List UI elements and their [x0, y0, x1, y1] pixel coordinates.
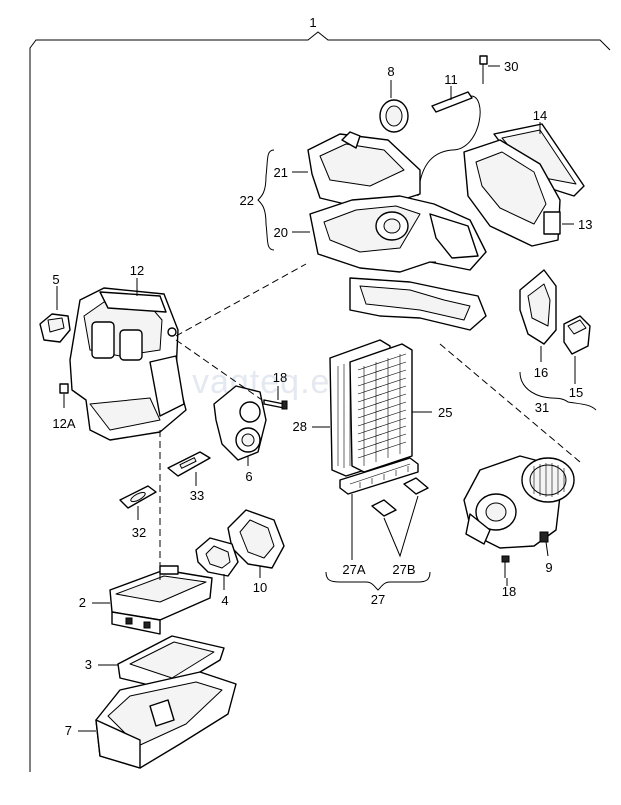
part-15-resistor — [563, 315, 591, 355]
callout-22: 22 — [240, 193, 254, 208]
assembly-bracket-1 — [29, 31, 611, 772]
callout-32: 32 — [132, 525, 146, 540]
callout-14: 14 — [533, 108, 547, 123]
callout-20: 20 — [274, 225, 288, 240]
callout-13: 13 — [578, 217, 592, 232]
callout-1: 1 — [309, 15, 316, 30]
callout-5: 5 — [52, 272, 59, 287]
part-2-pollen-filter — [109, 565, 213, 635]
part-12-heater-housing — [69, 287, 187, 441]
part-21-upper-housing — [307, 131, 421, 211]
part-5-bracket — [39, 313, 71, 343]
callout-25: 25 — [438, 405, 452, 420]
part-32-seal — [119, 485, 157, 509]
part-3-filter-frame — [117, 635, 225, 691]
part-9-blower-motor — [463, 455, 575, 549]
leader-dashed-2 — [175, 263, 307, 337]
part-33-gasket — [167, 451, 211, 477]
part-8-knob — [379, 99, 409, 133]
callout-10: 10 — [253, 580, 267, 595]
callout-27b: 27B — [392, 562, 415, 577]
bracket-31 — [519, 371, 597, 411]
callout-2: 2 — [79, 595, 86, 610]
callout-31: 31 — [535, 400, 549, 415]
part-25-filter — [349, 343, 413, 473]
callout-8: 8 — [387, 64, 394, 79]
part-4-ring — [195, 537, 239, 577]
part-30-screw — [479, 55, 488, 84]
callout-30: 30 — [504, 59, 518, 74]
part-27a-clip — [371, 499, 397, 517]
callout-3: 3 — [85, 657, 92, 672]
part-7-lower-housing — [95, 671, 237, 769]
callout-33: 33 — [190, 488, 204, 503]
callout-18-bottom: 18 — [502, 584, 516, 599]
callout-28: 28 — [293, 419, 307, 434]
leader-dashed-5 — [439, 343, 581, 463]
part-16-flap — [519, 269, 557, 345]
callout-7: 7 — [65, 723, 72, 738]
part-18-screw-right — [501, 555, 510, 578]
callout-18-top: 18 — [273, 370, 287, 385]
part-20-lower-housing — [309, 195, 487, 331]
part-10-duct-seal — [227, 509, 285, 569]
watermark: vagteq.eu — [192, 363, 350, 401]
callout-27a: 27A — [342, 562, 365, 577]
callout-16: 16 — [534, 365, 548, 380]
bracket-27 — [325, 571, 431, 591]
part-27b-clip — [403, 477, 429, 495]
part-6-actuator — [213, 385, 267, 461]
callout-12a: 12A — [52, 416, 75, 431]
callout-6: 6 — [245, 469, 252, 484]
part-11-bracket — [417, 91, 481, 197]
part-12a-clip — [59, 383, 69, 394]
part-27-strip — [339, 457, 419, 495]
callout-4: 4 — [221, 593, 228, 608]
part-13-inlet-housing — [463, 139, 561, 247]
callout-9: 9 — [545, 560, 552, 575]
callout-15: 15 — [569, 385, 583, 400]
callout-27: 27 — [371, 592, 385, 607]
callout-11: 11 — [444, 72, 458, 87]
bracket-22 — [257, 149, 275, 251]
part-18-screw-left — [263, 399, 288, 410]
callout-21: 21 — [274, 165, 288, 180]
callout-12: 12 — [130, 263, 144, 278]
leader-dashed-3 — [175, 339, 263, 401]
